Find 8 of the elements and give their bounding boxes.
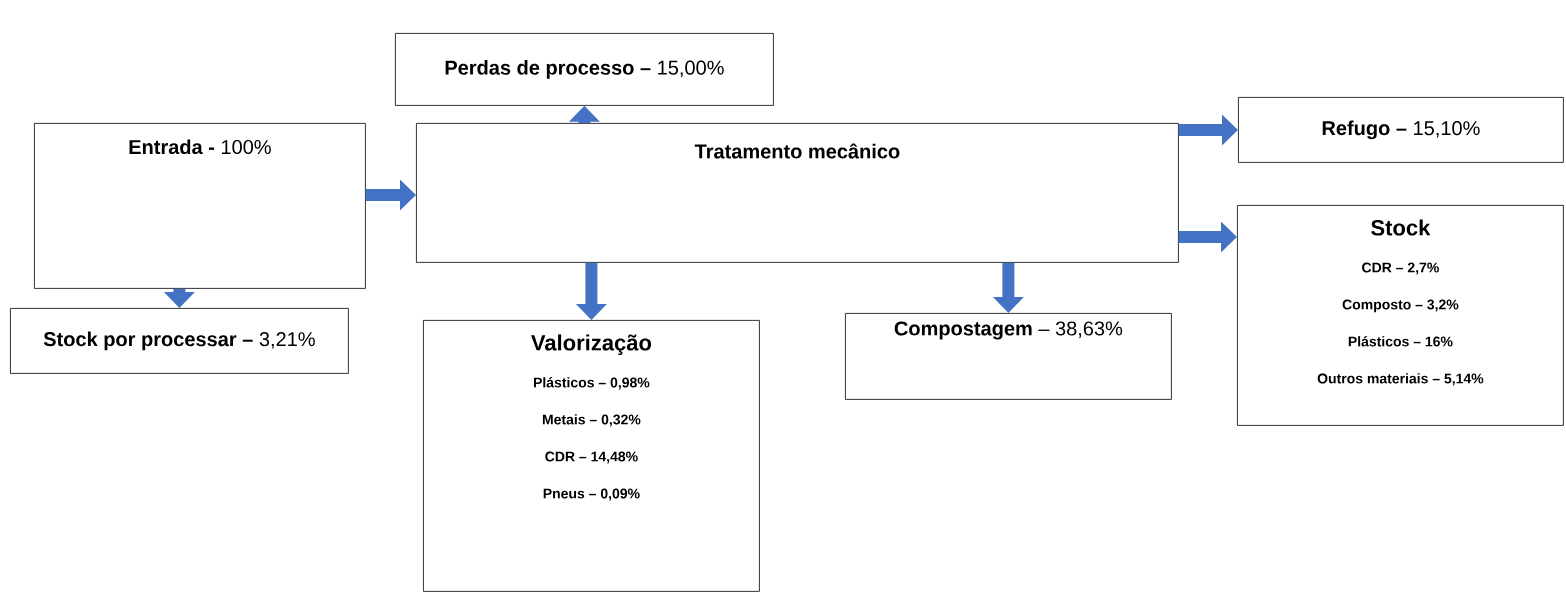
process-box: Valorização Plásticos – 0,98% Metais – 0,32% CDR – 14,48% Pneus – 0,09% [423,320,760,592]
process-box: Entrada - 100% [34,123,366,289]
process-box: Tratamento mecânico [416,123,1179,263]
process-box: Stock por processar – 3,21% [10,308,349,374]
process-box: Refugo – 15,10% [1238,97,1564,163]
process-box: Perdas de processo – 15,00% [395,33,774,106]
process-box: Compostagem – 38,63% [845,313,1172,400]
process-box: Stock CDR – 2,7% Composto – 3,2% Plásticos – 16% Outros materiais – 5,14% [1237,205,1564,426]
